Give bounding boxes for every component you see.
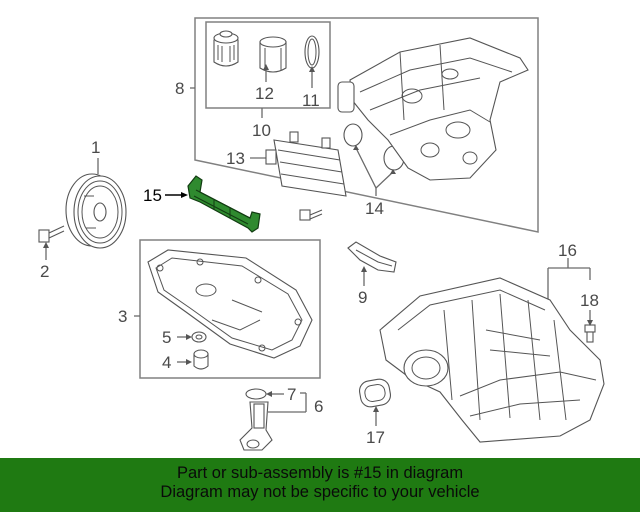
label-14: 14	[365, 199, 384, 218]
manifold-fastener	[584, 324, 596, 343]
notice-banner: Part or sub-assembly is #15 in diagram D…	[0, 458, 640, 512]
oil-cooler	[273, 131, 347, 197]
label-16: 16	[558, 241, 577, 260]
oil-filter-housing	[337, 37, 529, 181]
banner-line-1: Part or sub-assembly is #15 in diagram	[176, 464, 464, 482]
label-15: 15	[143, 186, 162, 205]
label-8: 8	[175, 79, 184, 98]
label-2: 2	[40, 262, 49, 281]
group-box-10	[205, 21, 331, 109]
label-10: 10	[252, 121, 271, 140]
pulley-bolt	[38, 225, 65, 243]
cooler-gasket-a	[343, 123, 363, 147]
crankshaft-pulley	[65, 173, 127, 249]
manifold-gasket	[359, 378, 391, 408]
label-13: 13	[226, 149, 245, 168]
group-box-8	[194, 17, 539, 233]
sensor-o-ring	[245, 388, 267, 400]
banner-line-2: Diagram may not be specific to your vehi…	[160, 483, 480, 501]
label-6: 6	[314, 397, 323, 416]
label-4: 4	[162, 353, 171, 372]
oil-pan	[147, 249, 313, 359]
drain-plug-gasket	[191, 331, 207, 343]
oil-level-sensor	[239, 401, 273, 451]
oil-baffle-part-15	[187, 175, 261, 233]
filter-o-ring	[304, 35, 320, 69]
drain-plug	[193, 349, 209, 370]
group-box-3	[139, 239, 321, 379]
filter-cap	[213, 30, 239, 67]
label-3: 3	[118, 307, 127, 326]
label-11: 11	[302, 91, 320, 110]
label-9: 9	[358, 288, 367, 307]
label-12: 12	[255, 84, 274, 103]
intake-manifold	[379, 277, 605, 443]
label-5: 5	[162, 328, 171, 347]
parts-diagram: 1 2 3 4 5 6 7 8 9 10 11 12 13 14 15 16 1…	[38, 17, 605, 451]
label-7: 7	[287, 385, 296, 404]
breather-hose	[347, 241, 397, 273]
cooler-bolt	[299, 209, 323, 221]
filter-element	[259, 36, 287, 73]
label-18: 18	[580, 291, 599, 310]
label-17: 17	[366, 428, 385, 447]
label-1: 1	[91, 138, 100, 157]
